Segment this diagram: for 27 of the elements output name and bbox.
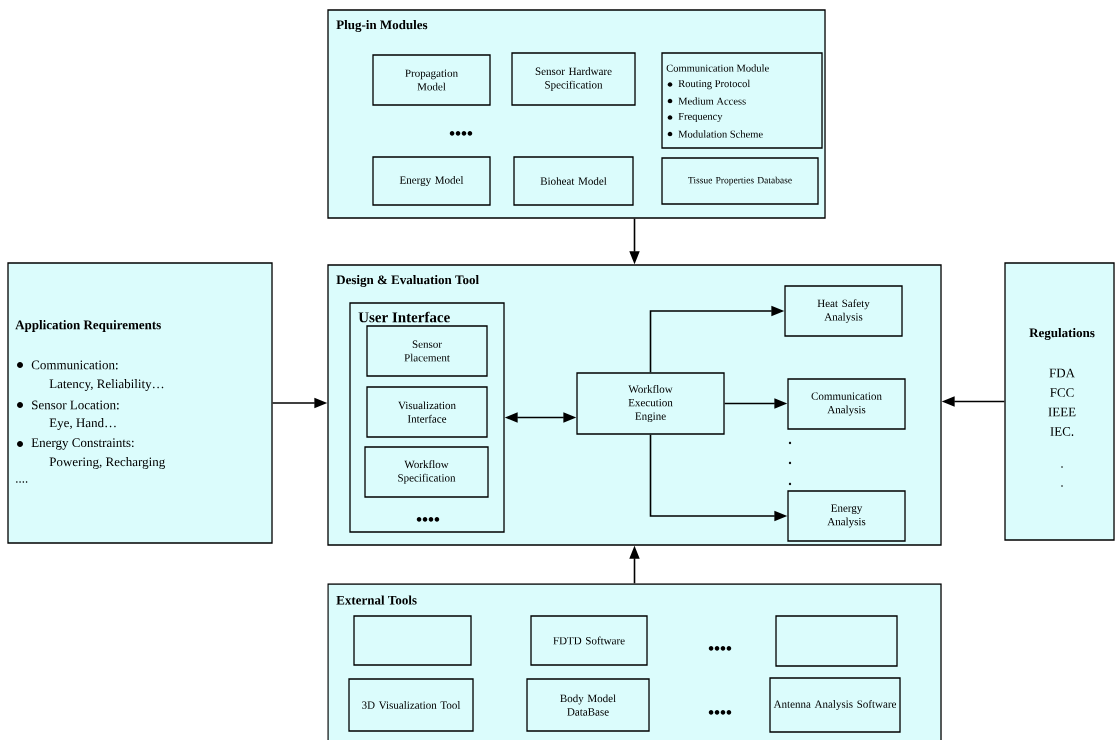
- process-box: Body Model DataBase: [526, 678, 650, 732]
- ellipsis-dots: ••••: [708, 710, 732, 715]
- process-box: Propagation Model: [372, 54, 491, 106]
- ellipsis-dots: ••••: [416, 517, 440, 522]
- process-box: Antenna Analysis Software: [769, 677, 901, 733]
- process-box: Tissue Properties Database: [661, 157, 819, 205]
- process-box: 3D Visualization Tool: [348, 678, 474, 732]
- requirements-box: Application Requirements Communication: Latency, Reliability… Sensor Location: Eye, Hand… Energy Constraints: Powering, Recharging ....: [7, 262, 273, 544]
- module-box: Communication Module Routing Protocol Medium Access Frequency Modulation Scheme: [661, 52, 823, 149]
- process-box: Energy Analysis: [787, 490, 906, 542]
- regulations-box: Regulations FDA FCC IEEE IEC. . .: [1004, 262, 1115, 541]
- process-box: Communication Analysis: [787, 378, 906, 430]
- tool-box: [775, 615, 898, 667]
- ellipsis-dots: ••••: [708, 646, 732, 651]
- process-box: Bioheat Model: [513, 156, 634, 206]
- process-box: Visualization Interface: [366, 386, 488, 438]
- process-box: FDTD Software: [530, 615, 648, 666]
- process-box: Workflow Execution Engine: [576, 372, 725, 435]
- process-box: Energy Model: [372, 156, 491, 206]
- process-box: Sensor Hardware Specification: [511, 52, 636, 106]
- ellipsis-dot: .: [788, 441, 792, 445]
- process-box: Workflow Specification: [364, 446, 489, 498]
- ellipsis-dot: .: [788, 461, 792, 465]
- process-box: Sensor Placement: [366, 325, 488, 377]
- tool-box: [353, 615, 472, 666]
- process-box: Heat Safety Analysis: [784, 285, 903, 337]
- ellipsis-dots: ••••: [449, 131, 473, 136]
